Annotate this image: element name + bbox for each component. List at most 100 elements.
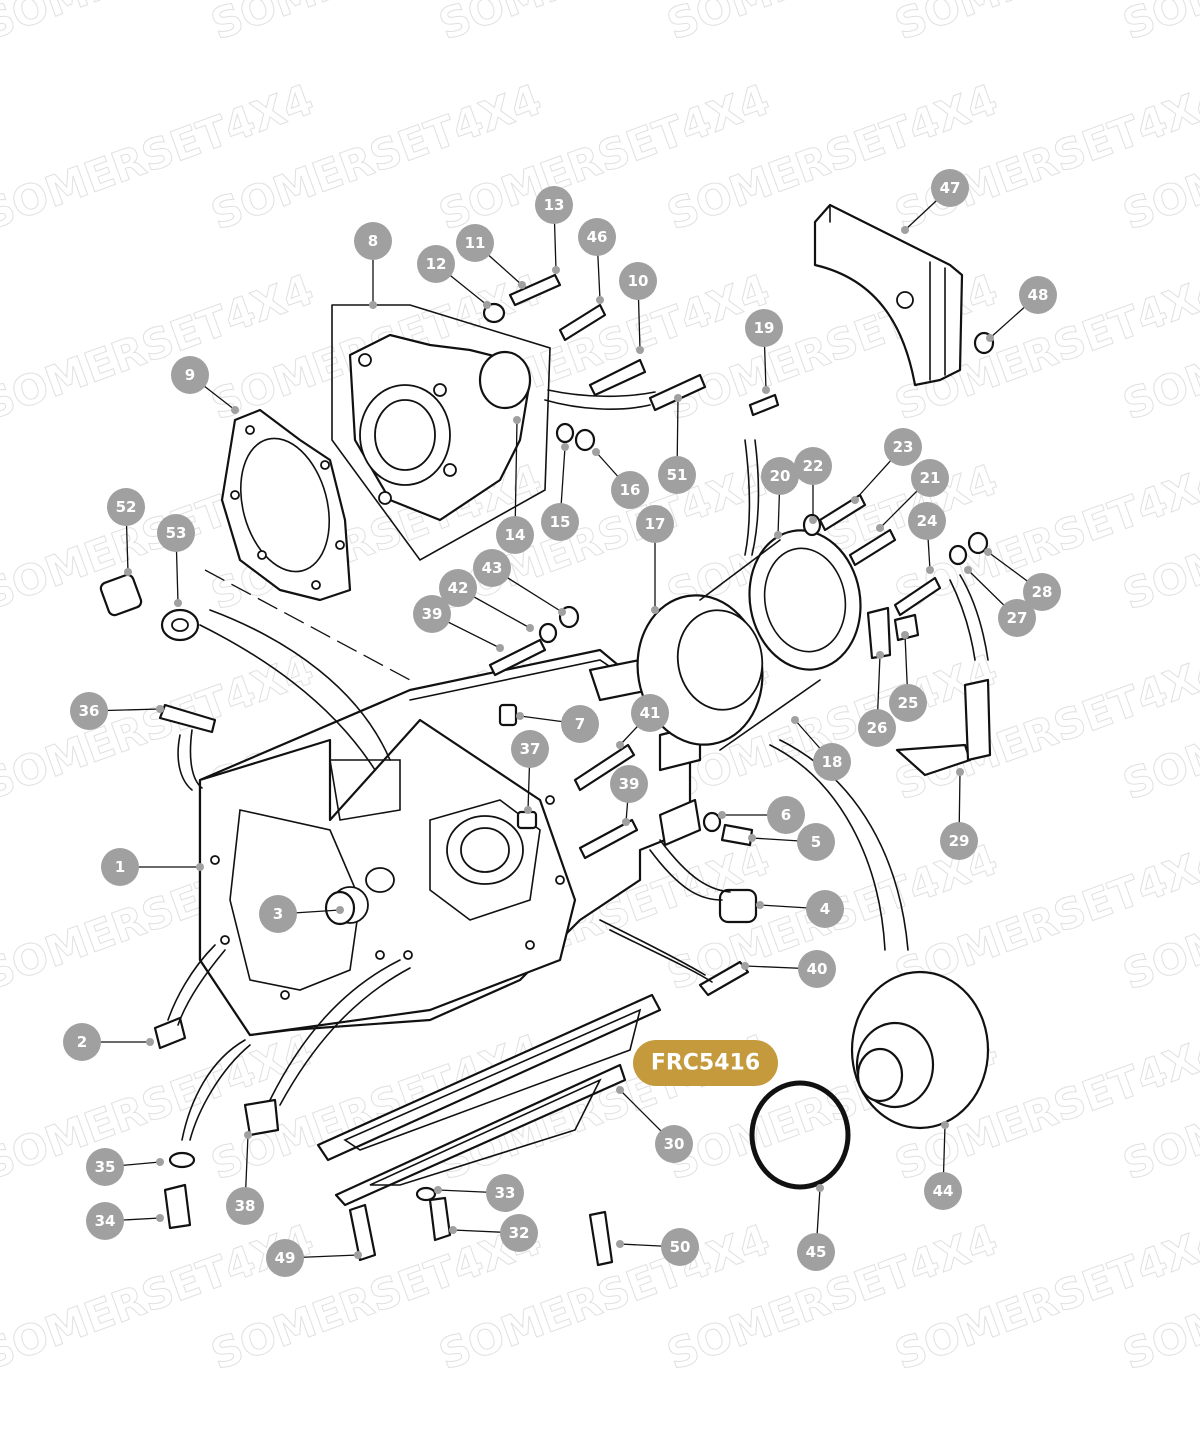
callout-45[interactable]: 45 xyxy=(797,1184,835,1271)
callout-bubble xyxy=(911,459,949,497)
assembly-guide-lines xyxy=(167,389,989,1141)
callout-4[interactable]: 4 xyxy=(756,890,844,928)
callout-bubble xyxy=(354,222,392,260)
callout-anchor-dot xyxy=(552,266,560,274)
callout-bubble xyxy=(107,488,145,526)
callout-49[interactable]: 49 xyxy=(266,1239,362,1277)
callout-number: 14 xyxy=(505,526,526,544)
callout-11[interactable]: 11 xyxy=(456,224,526,289)
callout-36[interactable]: 36 xyxy=(70,692,164,730)
callout-anchor-dot xyxy=(616,1240,624,1248)
callout-41[interactable]: 41 xyxy=(616,694,669,749)
callout-bubble xyxy=(611,471,649,509)
callout-number: 30 xyxy=(664,1135,685,1153)
callout-12[interactable]: 12 xyxy=(417,245,491,309)
callout-number: 4 xyxy=(820,900,830,918)
callout-30[interactable]: 30 xyxy=(616,1086,693,1163)
callout-number: 28 xyxy=(1032,583,1053,601)
callout-33[interactable]: 33 xyxy=(434,1174,524,1212)
callout-bubble xyxy=(889,684,927,722)
callout-2[interactable]: 2 xyxy=(63,1023,154,1061)
callout-35[interactable]: 35 xyxy=(86,1148,164,1186)
callout-29[interactable]: 29 xyxy=(940,768,978,860)
callout-34[interactable]: 34 xyxy=(86,1202,164,1240)
callout-26[interactable]: 26 xyxy=(858,651,896,747)
part-number-badge[interactable]: FRC5416 xyxy=(633,1040,778,1086)
callout-8[interactable]: 8 xyxy=(354,222,392,309)
callout-number: 35 xyxy=(95,1158,116,1176)
callout-47[interactable]: 47 xyxy=(901,169,969,234)
callout-52[interactable]: 52 xyxy=(107,488,145,576)
callout-bubble xyxy=(70,692,108,730)
callout-20[interactable]: 20 xyxy=(761,457,799,539)
callout-anchor-dot xyxy=(851,496,859,504)
callout-anchor-dot xyxy=(513,416,521,424)
callout-bubble xyxy=(798,950,836,988)
callout-anchor-dot xyxy=(622,818,630,826)
callout-44[interactable]: 44 xyxy=(924,1121,962,1210)
callout-38[interactable]: 38 xyxy=(226,1131,264,1225)
callout-21[interactable]: 21 xyxy=(876,459,949,532)
callout-bubble xyxy=(813,743,851,781)
callout-10[interactable]: 10 xyxy=(619,262,657,354)
callout-1[interactable]: 1 xyxy=(101,848,204,886)
callout-bubble xyxy=(661,1228,699,1266)
callout-39[interactable]: 39 xyxy=(413,595,504,652)
callout-27[interactable]: 27 xyxy=(964,566,1036,637)
callout-5[interactable]: 5 xyxy=(748,823,835,861)
callout-number: 27 xyxy=(1007,609,1028,627)
callout-18[interactable]: 18 xyxy=(791,716,851,781)
callout-23[interactable]: 23 xyxy=(851,428,922,504)
callout-37[interactable]: 37 xyxy=(511,730,549,814)
callout-32[interactable]: 32 xyxy=(449,1214,538,1252)
callout-43[interactable]: 43 xyxy=(473,549,566,616)
callout-7[interactable]: 7 xyxy=(516,705,599,743)
callout-number: 49 xyxy=(275,1249,296,1267)
callout-48[interactable]: 48 xyxy=(986,276,1057,342)
callout-28[interactable]: 28 xyxy=(984,548,1061,611)
callout-bubble xyxy=(486,1174,524,1212)
callout-bubble xyxy=(745,309,783,347)
callout-53[interactable]: 53 xyxy=(157,514,195,607)
callout-bubble xyxy=(858,709,896,747)
callout-17[interactable]: 17 xyxy=(636,505,674,614)
callout-19[interactable]: 19 xyxy=(745,309,783,394)
callout-bubble xyxy=(884,428,922,466)
callout-anchor-dot xyxy=(124,568,132,576)
callout-anchor-dot xyxy=(496,644,504,652)
callout-42[interactable]: 42 xyxy=(439,569,534,632)
callout-anchor-dot xyxy=(718,811,726,819)
callout-number: 15 xyxy=(550,513,571,531)
callout-24[interactable]: 24 xyxy=(908,502,946,574)
callout-6[interactable]: 6 xyxy=(718,796,805,834)
callout-40[interactable]: 40 xyxy=(741,950,836,988)
callout-bubble xyxy=(63,1023,101,1061)
callout-51[interactable]: 51 xyxy=(658,394,696,494)
callout-anchor-dot xyxy=(651,606,659,614)
callout-15[interactable]: 15 xyxy=(541,443,579,541)
callout-39[interactable]: 39 xyxy=(610,765,648,826)
callout-16[interactable]: 16 xyxy=(592,448,649,509)
callout-9[interactable]: 9 xyxy=(171,356,239,414)
callout-46[interactable]: 46 xyxy=(578,218,616,304)
callout-anchor-dot xyxy=(941,1121,949,1129)
callout-22[interactable]: 22 xyxy=(794,447,832,524)
callout-bubble xyxy=(761,457,799,495)
callout-14[interactable]: 14 xyxy=(496,416,534,554)
callout-anchor-dot xyxy=(156,1214,164,1222)
callout-bubble xyxy=(1019,276,1057,314)
callout-number: 21 xyxy=(920,469,941,487)
callout-25[interactable]: 25 xyxy=(889,631,927,722)
callout-anchor-dot xyxy=(558,608,566,616)
callout-50[interactable]: 50 xyxy=(616,1228,699,1266)
callout-13[interactable]: 13 xyxy=(535,186,573,274)
badge-label: FRC5416 xyxy=(651,1051,760,1076)
callout-anchor-dot xyxy=(762,386,770,394)
callout-number: 16 xyxy=(620,481,641,499)
callout-bubble xyxy=(456,224,494,262)
callout-anchor-dot xyxy=(524,806,532,814)
callout-number: 48 xyxy=(1028,286,1049,304)
callout-bubble xyxy=(226,1187,264,1225)
callout-3[interactable]: 3 xyxy=(259,895,344,933)
